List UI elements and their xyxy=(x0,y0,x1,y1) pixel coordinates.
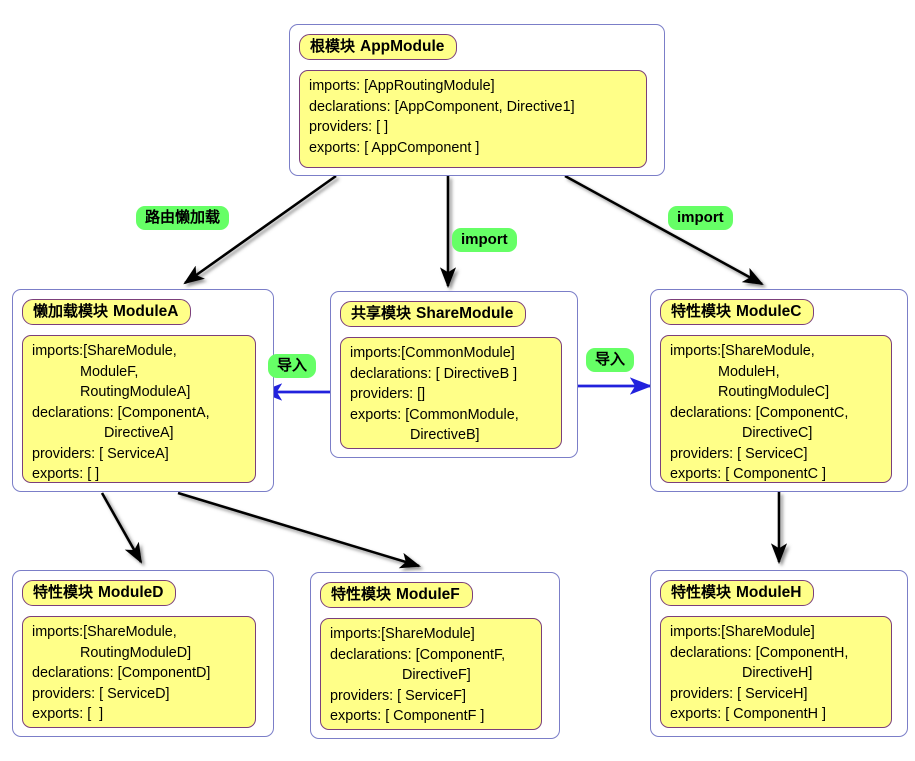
edge-label-import-right: import xyxy=(668,206,733,230)
module-app-kind: 根模块 xyxy=(310,37,356,55)
module-d-name: ModuleD xyxy=(98,584,164,601)
module-f-kind: 特性模块 xyxy=(331,585,392,603)
module-app-name: AppModule xyxy=(360,38,445,55)
module-h-name: ModuleH xyxy=(736,584,802,601)
edge-modulea-to-moduled xyxy=(100,492,143,564)
edge-label-lazy-load: 路由懒加载 xyxy=(136,206,230,230)
module-h-body: imports:[ShareModule] declarations: [Com… xyxy=(660,616,892,728)
module-a-body: imports:[ShareModule, ModuleF, RoutingMo… xyxy=(22,335,256,483)
module-c-name: ModuleC xyxy=(736,303,802,320)
edge-app-to-modulec xyxy=(564,174,764,286)
edge-label-import-right-cn: 导入 xyxy=(586,348,635,372)
module-c-kind: 特性模块 xyxy=(671,302,732,320)
edge-label-import-center: import xyxy=(452,228,517,252)
module-a-name: ModuleA xyxy=(113,303,179,320)
module-h-kind: 特性模块 xyxy=(671,583,732,601)
module-d-kind: 特性模块 xyxy=(33,583,94,601)
edge-modulea-to-modulef xyxy=(177,491,421,569)
module-f-body: imports:[ShareModule] declarations: [Com… xyxy=(320,618,542,730)
module-d-body: imports:[ShareModule, RoutingModuleD] de… xyxy=(22,616,256,728)
module-f-name: ModuleF xyxy=(396,586,460,603)
module-app-body: imports: [AppRoutingModule] declarations… xyxy=(299,70,647,168)
module-share-body: imports:[CommonModule] declarations: [ D… xyxy=(340,337,562,449)
module-a-kind: 懒加载模块 xyxy=(33,302,109,320)
module-share-kind: 共享模块 xyxy=(351,304,412,322)
module-share-name: ShareModule xyxy=(416,305,514,322)
module-c-body: imports:[ShareModule, ModuleH, RoutingMo… xyxy=(660,335,892,483)
edge-label-import-left-cn: 导入 xyxy=(268,354,317,378)
